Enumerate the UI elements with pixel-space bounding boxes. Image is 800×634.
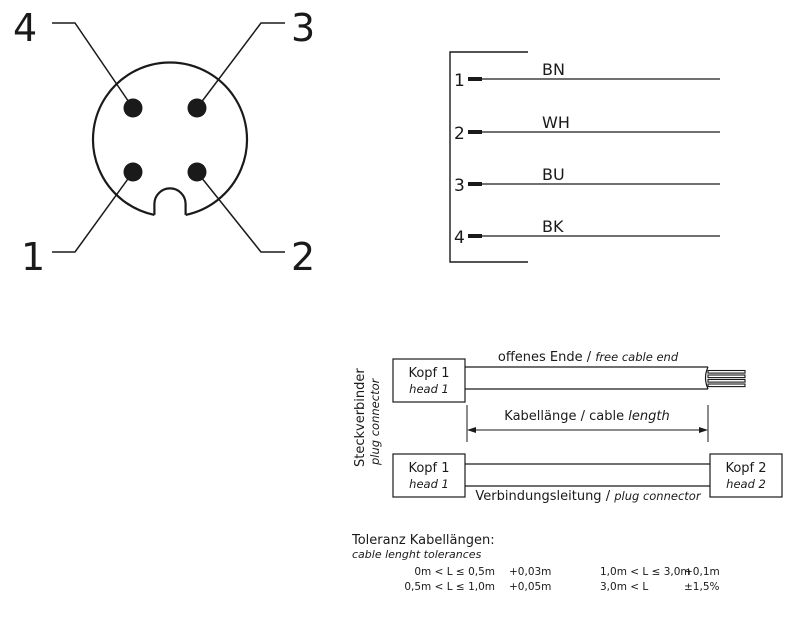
tolerances-subtitle: cable lenght tolerances: [352, 548, 482, 561]
wire-pin-number: 2: [454, 124, 465, 144]
tolerance-range: 1,0m < L ≤ 3,0m: [600, 566, 691, 578]
wire-pin-number: 1: [454, 71, 465, 91]
head1-box-bottom: [392, 453, 466, 498]
head1-label-en: head 1: [409, 382, 449, 396]
connection-label-de: Verbindungsleitung /: [475, 489, 614, 504]
pin-contact: [468, 130, 482, 134]
pin-4-leader: [52, 22, 134, 109]
free-wire-end: [707, 374, 746, 379]
connection-label-en: plug connector: [613, 489, 702, 503]
side-label-de: Steckverbinder: [353, 368, 368, 467]
tolerance-value: ±1,5%: [684, 581, 719, 593]
pin-contact: [468, 234, 482, 238]
length-label-en: length: [628, 409, 669, 424]
wire-color-label: BU: [542, 165, 565, 184]
wire-pin-number: 4: [454, 228, 465, 248]
wire-row-1: 1 BN: [454, 60, 720, 91]
wire-row-2: 2 WH: [454, 113, 720, 144]
connector-outline: [91, 61, 249, 216]
tolerances-block: Toleranz Kabellängen: cable lenght toler…: [351, 533, 720, 593]
head1-label-en: head 1: [409, 477, 449, 491]
pin-label-2: 2: [291, 235, 315, 279]
wiring-schematic: 1 BN 2 WH 3 BU 4 BK: [449, 51, 720, 263]
dimension-arrow-left: [467, 427, 476, 433]
head1-box-top: [392, 358, 466, 403]
head1-label: Kopf 1: [408, 461, 449, 476]
wire-row-3: 3 BU: [454, 165, 720, 196]
open-end-label-de: offenes Ende /: [498, 350, 595, 365]
connection-label: Verbindungsleitung / plug connector: [475, 489, 701, 504]
side-label-en: plug connector: [368, 377, 382, 466]
connector-face: 4 3 1 2: [13, 6, 315, 279]
wire-color-label: WH: [542, 113, 570, 132]
cable-variants: Steckverbinder plug connector Kopf 1 hea…: [353, 350, 783, 504]
free-wire-end: [707, 383, 746, 388]
tolerances-title: Toleranz Kabellängen:: [351, 533, 495, 548]
coding-key: [153, 187, 187, 215]
tolerance-range: 3,0m < L: [600, 581, 648, 593]
free-wire-ends: [707, 369, 746, 388]
length-label: Kabellänge / cable length: [504, 409, 669, 424]
cable-cut-end: [704, 366, 709, 390]
pin-contact: [468, 182, 482, 186]
housing-bracket: [449, 51, 528, 263]
tolerance-range: 0m < L ≤ 0,5m: [414, 566, 495, 578]
wire-color-label: BN: [542, 60, 565, 79]
pin-label-4: 4: [13, 6, 37, 50]
side-label: Steckverbinder plug connector: [353, 368, 382, 467]
tolerance-value: +0,05m: [509, 581, 551, 593]
wire-pin-number: 3: [454, 176, 465, 196]
head2-label-en: head 2: [726, 477, 766, 491]
free-wire-end: [707, 369, 746, 374]
pin-1-leader: [52, 171, 134, 253]
tolerance-value: +0,03m: [509, 566, 551, 578]
length-label-de: Kabellänge / cable: [504, 409, 628, 424]
open-end-label-en: free cable end: [595, 350, 679, 364]
tolerance-range: 0,5m < L ≤ 1,0m: [404, 581, 495, 593]
pin-contact: [468, 77, 482, 81]
pin-label-1: 1: [21, 235, 45, 279]
tolerance-value: +0,1m: [684, 566, 720, 578]
dimension-arrow-right: [699, 427, 708, 433]
pin-2-leader: [196, 171, 285, 253]
open-end-label: offenes Ende / free cable end: [498, 350, 679, 365]
free-wire-end: [707, 378, 746, 383]
wire-row-4: 4 BK: [454, 217, 720, 248]
pin-label-3: 3: [291, 6, 315, 50]
wire-color-label: BK: [542, 217, 564, 236]
pin-3-leader: [196, 22, 285, 109]
head1-label: Kopf 1: [408, 366, 449, 381]
head2-box: [709, 453, 783, 498]
head2-label: Kopf 2: [725, 461, 766, 476]
